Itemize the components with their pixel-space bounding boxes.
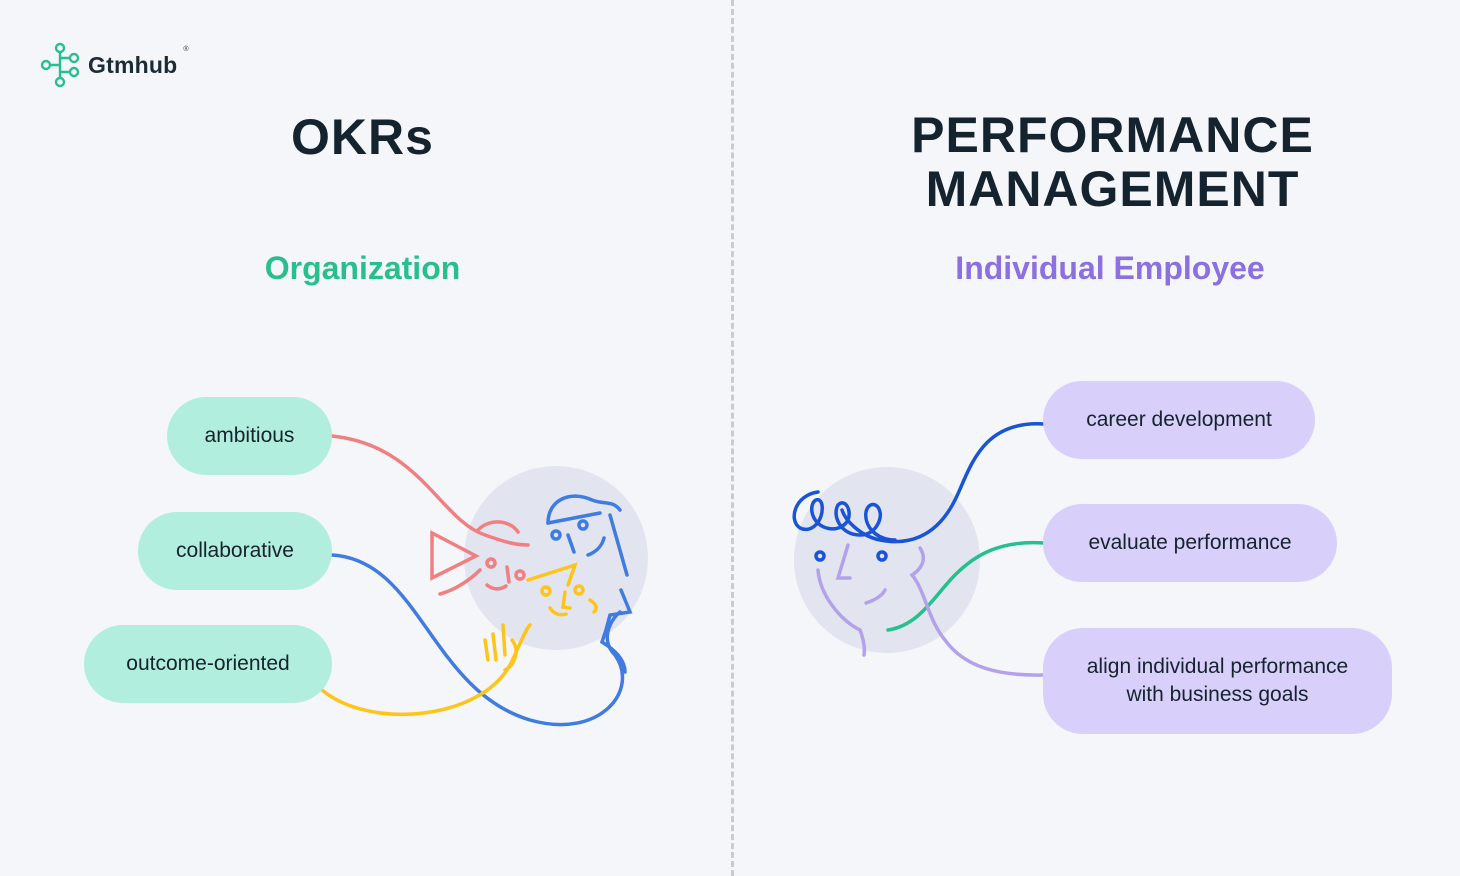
- organization-subtitle: Organization: [264, 250, 461, 286]
- outcome-oriented-connector-line: [320, 623, 532, 716]
- align-performance-pill: align individual performance with busine…: [1043, 628, 1392, 734]
- brand-trademark: ®: [183, 46, 189, 53]
- evaluate-performance-pill: evaluate performance: [1043, 504, 1337, 582]
- ambitious-connector-line: [330, 434, 530, 547]
- career-development-pill: career development: [1043, 381, 1315, 459]
- career-development-connector-line: [840, 422, 1046, 544]
- okrs-title: OKRs: [291, 109, 434, 165]
- performance-management-title: PERFORMANCE MANAGEMENT: [880, 108, 1345, 216]
- brand-name: Gtmhub: [88, 51, 178, 78]
- group-face-circle: [464, 466, 648, 650]
- align-performance-line-1: align individual performance: [1086, 655, 1349, 678]
- center-divider: [731, 0, 734, 876]
- individual-face-circle: [794, 467, 980, 653]
- brand-logo: Gtmhub ®: [40, 42, 189, 88]
- outcome-oriented-pill: outcome-oriented: [84, 625, 332, 703]
- title-line-1: PERFORMANCE: [911, 107, 1314, 163]
- evaluate-performance-connector-line: [886, 540, 1046, 632]
- gtmhub-logo-icon: [40, 42, 80, 88]
- individual-face-features-icon: [816, 543, 1046, 677]
- collaborative-pill: collaborative: [138, 512, 332, 590]
- yellow-face-icon: [483, 562, 598, 672]
- align-performance-line-2: with business goals: [1126, 683, 1309, 706]
- ambitious-pill: ambitious: [167, 397, 332, 475]
- hair-curl-icon: [792, 490, 897, 562]
- title-line-2: MANAGEMENT: [925, 161, 1300, 217]
- blue-face-icon: [546, 494, 633, 674]
- red-face-icon: [430, 520, 526, 596]
- individual-employee-subtitle: Individual Employee: [955, 250, 1265, 286]
